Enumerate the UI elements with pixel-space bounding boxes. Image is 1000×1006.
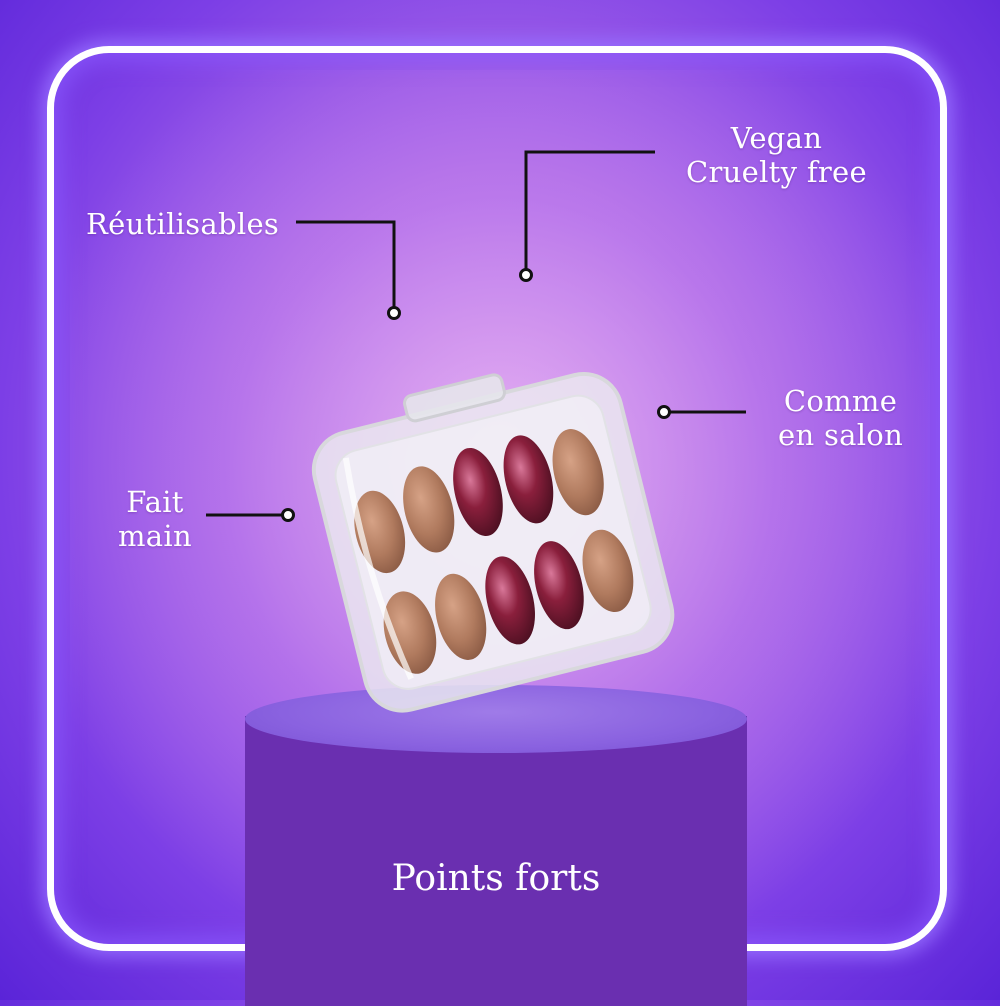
feature-reusable: Réutilisables (86, 207, 280, 241)
callout-dot-vegan (519, 268, 533, 282)
press-on-nails-box (311, 371, 675, 713)
callout-dot-salon (657, 405, 671, 419)
nails-top-row (354, 429, 604, 574)
box-hinge (403, 373, 506, 423)
podium-top (245, 685, 747, 753)
nails-bottom-row (383, 529, 634, 674)
podium (245, 716, 747, 1006)
callout-line-reusable (296, 220, 396, 308)
feature-handmade: Fait main (118, 485, 192, 553)
callout-dot-handmade (281, 508, 295, 522)
callout-line-vegan (524, 150, 655, 270)
feature-salon: Comme en salon (778, 384, 904, 452)
podium-title: Points forts (391, 858, 601, 899)
callout-dot-reusable (387, 306, 401, 320)
feature-vegan: Vegan Cruelty free (686, 121, 867, 189)
